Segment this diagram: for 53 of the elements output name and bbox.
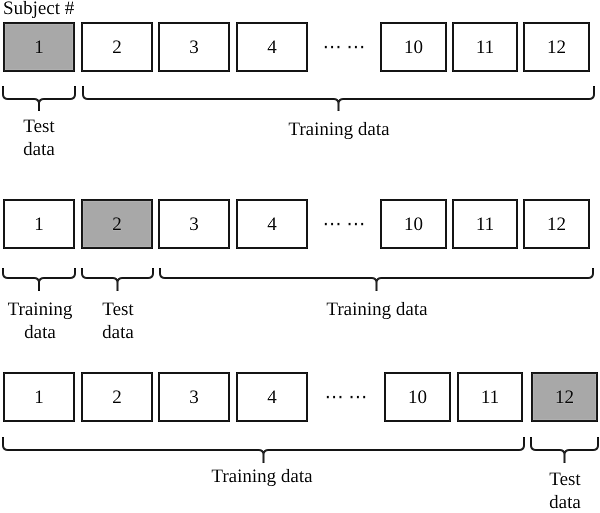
subject-number: 10 xyxy=(404,212,423,236)
subject-number: 11 xyxy=(476,36,494,58)
subject-number: 3 xyxy=(189,212,199,236)
subject-number: 3 xyxy=(189,36,199,58)
subject-number: 10 xyxy=(408,386,427,408)
subject-box xyxy=(457,372,523,422)
subject-box xyxy=(380,199,447,249)
test-subject-box xyxy=(531,372,598,422)
subject-box xyxy=(452,22,518,72)
group-label: Training data xyxy=(8,299,72,343)
subject-box xyxy=(3,372,75,422)
subject-number: 2 xyxy=(112,36,122,58)
subject-number: 1 xyxy=(34,36,44,58)
group-label: Training data xyxy=(288,119,390,140)
subject-box xyxy=(523,199,590,249)
subject-box xyxy=(158,372,230,422)
ellipsis: ⋯ ⋯ xyxy=(322,37,366,58)
subject-number: 3 xyxy=(189,386,199,408)
subject-number: 11 xyxy=(476,212,494,236)
subject-box xyxy=(236,372,308,422)
subject-box xyxy=(3,199,75,249)
subject-box xyxy=(158,22,230,72)
subject-box xyxy=(81,372,153,422)
subject-number: 12 xyxy=(547,212,566,236)
group-label: Training data xyxy=(211,466,313,487)
subject-number: 1 xyxy=(34,386,44,408)
subject-number: 12 xyxy=(547,36,566,58)
subject-number: 11 xyxy=(480,386,500,408)
subject-box xyxy=(380,22,447,72)
subject-box xyxy=(158,199,230,249)
subject-number: 2 xyxy=(112,212,122,236)
group-label: Test data xyxy=(549,469,581,513)
subject-number: 2 xyxy=(112,386,122,408)
subject-box xyxy=(236,22,308,72)
group-label: Training data xyxy=(326,299,428,320)
subject-box xyxy=(81,22,153,72)
subject-number: 12 xyxy=(555,386,574,408)
group-label: Test data xyxy=(23,116,55,160)
subject-number: 10 xyxy=(404,36,423,58)
subject-number: 4 xyxy=(267,386,277,408)
subject-number: 4 xyxy=(267,36,277,58)
ellipsis: ⋯ ⋯ xyxy=(322,214,366,235)
test-subject-box xyxy=(81,199,153,249)
group-label: Test data xyxy=(102,299,134,343)
subject-box xyxy=(523,22,590,72)
ellipsis: ⋯ ⋯ xyxy=(324,387,368,408)
test-subject-box xyxy=(3,22,75,72)
heading: Subject # xyxy=(3,0,74,19)
subject-box xyxy=(384,372,451,422)
subject-number: 1 xyxy=(34,212,44,236)
subject-number: 4 xyxy=(267,212,277,236)
subject-box xyxy=(236,199,308,249)
subject-box xyxy=(452,199,518,249)
